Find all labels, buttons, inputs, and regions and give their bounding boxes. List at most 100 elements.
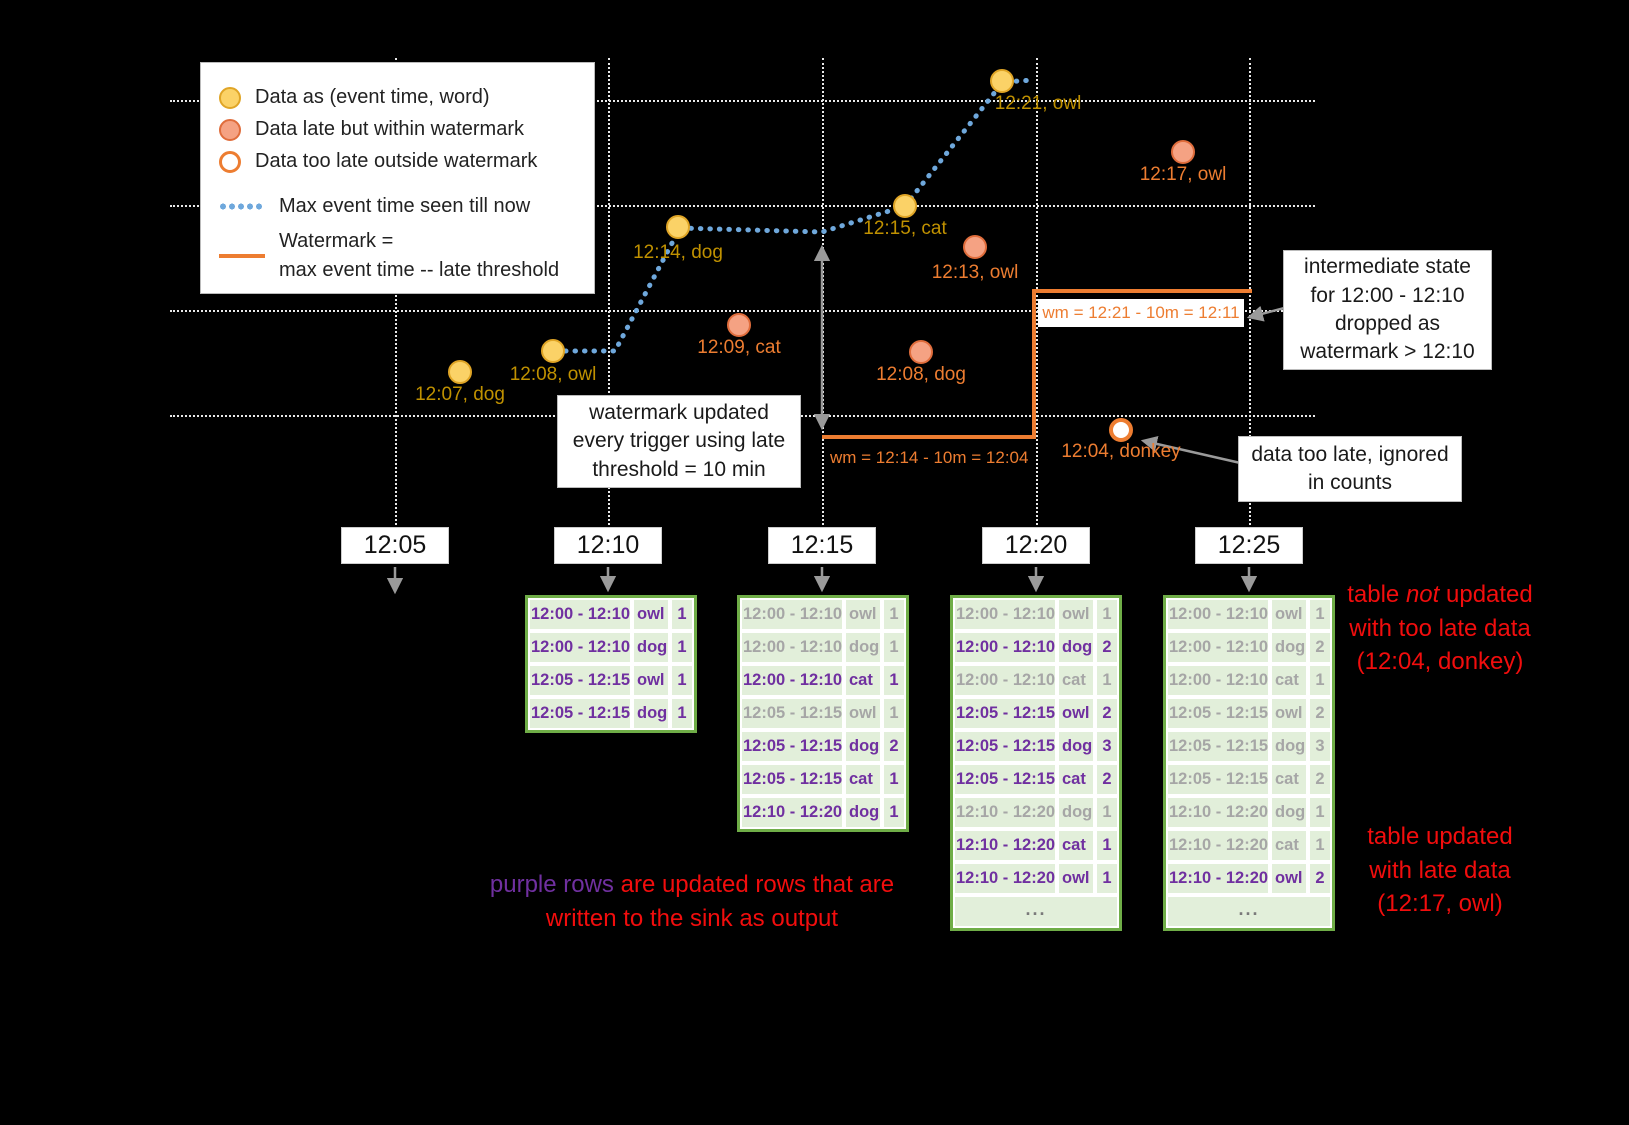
data-point-label: 12:08, dog — [876, 364, 966, 385]
ontime-dot-icon — [219, 86, 241, 109]
window-cell: 12:10 - 12:20 — [953, 829, 1057, 862]
count-cell: 1 — [882, 796, 906, 829]
table-row: 12:10 - 12:20 cat 1 — [1166, 829, 1332, 862]
count-cell: 1 — [1308, 796, 1332, 829]
max-event-time-line-icon — [219, 203, 265, 210]
data-point-label: 12:09, cat — [697, 337, 781, 358]
time-label-1210: 12:10 — [554, 527, 662, 564]
table-row: 12:05 - 12:15 dog 2 — [740, 730, 906, 763]
legend-item: Max event time seen till now — [219, 195, 576, 218]
table-row: 12:00 - 12:10 cat 1 — [740, 664, 906, 697]
legend-label: Max event time seen till now — [279, 195, 531, 217]
legend-item: Data as (event time, word) — [219, 86, 576, 109]
data-point-label: 12:17, owl — [1139, 164, 1227, 185]
count-cell: 2 — [1308, 697, 1332, 730]
gridline-vertical — [1036, 58, 1038, 525]
data-point — [963, 235, 987, 259]
table-row: 12:05 - 12:15 dog 3 — [1166, 730, 1332, 763]
count-cell: 1 — [882, 631, 906, 664]
table-row: 12:10 - 12:20 owl 2 — [1166, 862, 1332, 895]
window-cell: 12:05 - 12:15 — [1166, 730, 1270, 763]
count-cell: 2 — [882, 730, 906, 763]
table-ellipsis-row: ... — [1166, 895, 1332, 928]
count-cell: 2 — [1095, 631, 1119, 664]
count-cell: 1 — [1095, 862, 1119, 895]
data-point — [1171, 140, 1195, 164]
result-table-1215: 12:00 - 12:10 owl 1 12:00 - 12:10 dog 1 … — [737, 595, 909, 832]
word-cell: cat — [1270, 664, 1308, 697]
window-cell: 12:00 - 12:10 — [740, 664, 844, 697]
result-table-1210: 12:00 - 12:10 owl 1 12:00 - 12:10 dog 1 … — [525, 595, 697, 733]
window-cell: 12:00 - 12:10 — [528, 598, 632, 631]
table-row: 12:05 - 12:15 owl 2 — [953, 697, 1119, 730]
window-cell: 12:00 - 12:10 — [953, 664, 1057, 697]
word-cell: dog — [632, 631, 670, 664]
table-row: 12:05 - 12:15 owl 2 — [1166, 697, 1332, 730]
window-cell: 12:05 - 12:15 — [528, 697, 632, 730]
word-cell: owl — [1057, 697, 1095, 730]
legend-item: Data late but within watermark — [219, 118, 576, 141]
data-point-label: 12:08, owl — [509, 364, 597, 385]
legend-item: Data too late outside watermark — [219, 150, 576, 173]
callout-watermark-update: watermark updated every trigger using la… — [557, 395, 801, 488]
window-cell: 12:10 - 12:20 — [953, 796, 1057, 829]
window-cell: 12:00 - 12:10 — [740, 631, 844, 664]
word-cell: dog — [844, 631, 882, 664]
word-cell: owl — [1270, 598, 1308, 631]
count-cell: 3 — [1308, 730, 1332, 763]
word-cell: cat — [1270, 829, 1308, 862]
word-cell: dog — [1270, 631, 1308, 664]
count-cell: 1 — [1308, 664, 1332, 697]
word-cell: owl — [844, 697, 882, 730]
word-cell: dog — [1057, 631, 1095, 664]
count-cell: 1 — [882, 697, 906, 730]
data-point — [666, 215, 690, 239]
data-point — [990, 69, 1014, 93]
window-cell: 12:10 - 12:20 — [740, 796, 844, 829]
window-cell: 12:00 - 12:10 — [1166, 664, 1270, 697]
table-row: 12:05 - 12:15 cat 2 — [1166, 763, 1332, 796]
legend-label: Data too late outside watermark — [255, 150, 538, 172]
table-row: 12:00 - 12:10 owl 1 — [953, 598, 1119, 631]
data-point — [909, 340, 933, 364]
purple-rows-label: purple rows — [489, 871, 614, 898]
legend-label: Watermark = — [279, 230, 394, 252]
table-row: 12:00 - 12:10 owl 1 — [1166, 598, 1332, 631]
window-cell: 12:00 - 12:10 — [953, 631, 1057, 664]
data-point — [893, 194, 917, 218]
count-cell: 2 — [1095, 697, 1119, 730]
word-cell: dog — [632, 697, 670, 730]
count-cell: 3 — [1095, 730, 1119, 763]
ellipsis-cell: ... — [1166, 895, 1332, 928]
table-row: 12:05 - 12:15 owl 1 — [740, 697, 906, 730]
window-cell: 12:10 - 12:20 — [1166, 862, 1270, 895]
time-label-1205: 12:05 — [341, 527, 449, 564]
count-cell: 1 — [670, 664, 694, 697]
window-cell: 12:00 - 12:10 — [1166, 631, 1270, 664]
table-row: 12:00 - 12:10 dog 1 — [740, 631, 906, 664]
word-cell: owl — [844, 598, 882, 631]
table-row: 12:05 - 12:15 owl 1 — [528, 664, 694, 697]
window-cell: 12:10 - 12:20 — [953, 862, 1057, 895]
data-point-label: 12:07, dog — [415, 384, 505, 405]
result-table-1225: 12:00 - 12:10 owl 1 12:00 - 12:10 dog 2 … — [1163, 595, 1335, 931]
data-point-too-late — [1109, 418, 1133, 442]
late-dot-icon — [219, 118, 241, 141]
legend-label: Data as (event time, word) — [255, 86, 490, 108]
count-cell: 1 — [1095, 598, 1119, 631]
note-table-not-updated: table not updated with too late data (12… — [1340, 578, 1540, 679]
legend-label: Data late but within watermark — [255, 118, 525, 140]
word-cell: cat — [844, 763, 882, 796]
data-point-label: 12:15, cat — [863, 218, 947, 239]
data-point — [727, 313, 751, 337]
window-cell: 12:05 - 12:15 — [953, 763, 1057, 796]
word-cell: owl — [1270, 697, 1308, 730]
table-row: 12:00 - 12:10 dog 2 — [953, 631, 1119, 664]
word-cell: dog — [1057, 796, 1095, 829]
word-cell: cat — [1057, 829, 1095, 862]
data-point — [541, 339, 565, 363]
window-cell: 12:00 - 12:10 — [528, 631, 632, 664]
word-cell: dog — [1270, 730, 1308, 763]
watermark-line-icon — [219, 254, 265, 258]
